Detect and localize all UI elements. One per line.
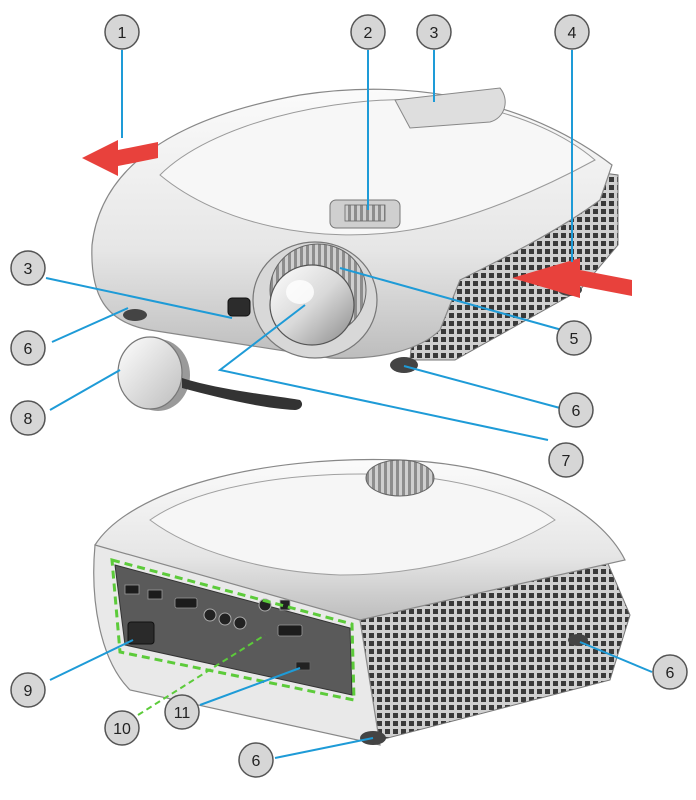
callout-number: 6 [666, 665, 675, 682]
callout-c11: 11 [164, 694, 200, 730]
front-ir-receiver [227, 297, 251, 317]
vga-port-2 [277, 624, 303, 637]
lens-cap [117, 336, 303, 411]
callout-number: 6 [252, 753, 261, 770]
callout-circle [416, 14, 452, 50]
callout-c8: 8 [10, 400, 46, 436]
callout-c3b: 3 [10, 250, 46, 286]
top-cover [159, 98, 596, 236]
callout-circle [10, 672, 46, 708]
callout-circle [652, 654, 688, 690]
callout-circle [164, 694, 200, 730]
airflow-arrows [82, 140, 632, 298]
leader-6a [51, 307, 129, 343]
leader-9 [49, 639, 134, 681]
callout-circle [10, 330, 46, 366]
callout-number: 8 [24, 411, 33, 428]
rca-port-1 [203, 608, 217, 622]
callout-c6c: 6 [652, 654, 688, 690]
callout-circle [104, 710, 140, 746]
callout-number: 7 [562, 453, 571, 470]
rca-port-3 [233, 616, 247, 630]
hdmi-port-2 [147, 589, 163, 600]
leader-8 [49, 369, 121, 411]
callout-number: 4 [568, 25, 577, 42]
foot-right-front [390, 357, 418, 373]
power-socket [127, 621, 155, 645]
callout-circle [558, 392, 594, 428]
io-panel [114, 564, 353, 696]
callout-c6d: 6 [238, 742, 274, 778]
callout-number: 6 [24, 341, 33, 358]
callout-number: 5 [570, 331, 579, 348]
leader-11 [199, 667, 301, 706]
leader-6c [579, 641, 653, 673]
vga-port-1 [174, 597, 198, 609]
leader-3b [45, 277, 233, 319]
callout-c5: 5 [556, 320, 592, 356]
intake-arrow-icon [512, 258, 632, 298]
callout-circle [10, 400, 46, 436]
leader-6d [274, 737, 374, 759]
callout-number: 2 [364, 25, 373, 42]
top-ir-receiver [394, 87, 506, 129]
callout-c1: 1 [104, 14, 140, 50]
callout-c2: 2 [350, 14, 386, 50]
leader-7 [217, 304, 549, 441]
callout-number: 11 [174, 705, 191, 722]
callout-number: 10 [113, 721, 131, 738]
leader-10 [137, 634, 266, 716]
exhaust-arrow-icon [82, 140, 158, 176]
callout-circle [548, 442, 584, 478]
rear-top-cover [149, 473, 556, 576]
callout-c9: 9 [10, 672, 46, 708]
projector-front-view [91, 87, 619, 373]
leader-lines [45, 50, 653, 759]
callout-c10: 10 [104, 710, 140, 746]
callout-circle [556, 320, 592, 356]
callout-c7: 7 [548, 442, 584, 478]
callout-circle [554, 14, 590, 50]
hdmi-port-1 [124, 584, 140, 595]
rca-port-2 [218, 612, 232, 626]
callout-number: 3 [430, 25, 439, 42]
leader-6b [403, 365, 561, 409]
callout-c3a: 3 [416, 14, 452, 50]
kensington-lock-port [295, 661, 311, 671]
callout-number: 9 [24, 683, 33, 700]
callout-circle [104, 14, 140, 50]
callout-layer: 1 2 3 4 3 6 5 8 6 7 9 6 10 11 6 [10, 14, 688, 778]
callout-circle [10, 250, 46, 286]
callout-number: 1 [118, 25, 127, 42]
callout-c4: 4 [554, 14, 590, 50]
lens-cap-strap [182, 378, 303, 410]
foot-left-front [123, 309, 147, 321]
leader-5 [339, 267, 563, 331]
callout-c6b: 6 [558, 392, 594, 428]
callout-circle [238, 742, 274, 778]
projector-rear-view [93, 458, 631, 746]
callout-c6a: 6 [10, 330, 46, 366]
callout-number: 6 [572, 403, 581, 420]
callout-number: 3 [24, 261, 33, 278]
lens [269, 264, 355, 346]
callout-circle [350, 14, 386, 50]
